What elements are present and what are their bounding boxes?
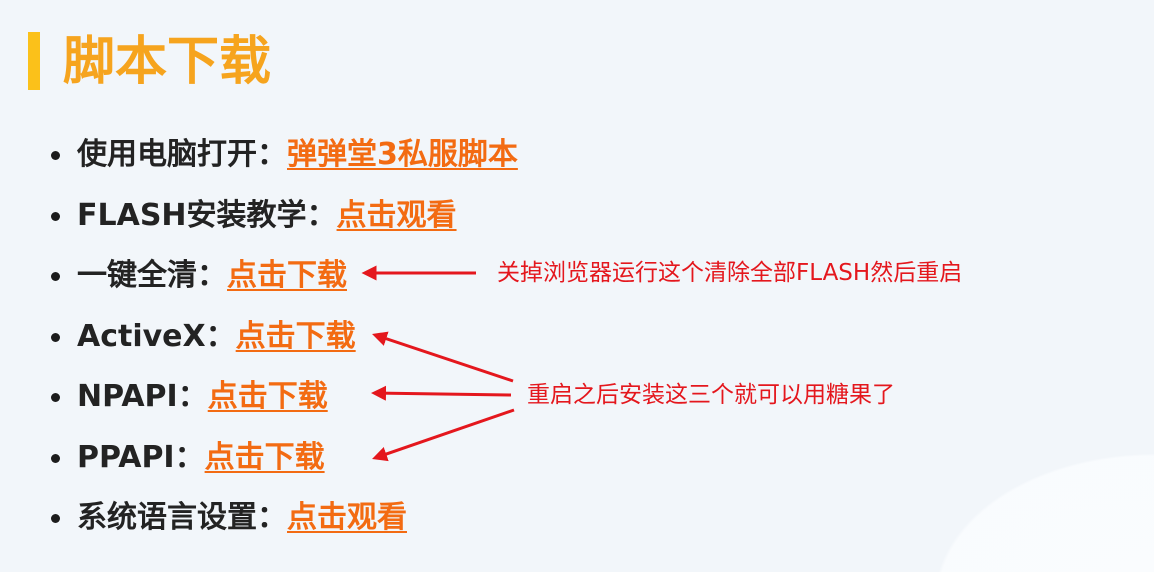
heading-accent-bar bbox=[28, 32, 40, 90]
item-label: PPAPI： bbox=[77, 439, 205, 475]
bullet-dot bbox=[51, 151, 60, 161]
download-list: 使用电脑打开：弹弹堂3私服脚本 FLASH安装教学：点击观看 一键全清：点击下载… bbox=[0, 125, 518, 549]
flash-tutorial-link[interactable]: 点击观看 bbox=[336, 197, 457, 233]
list-item-activex: ActiveX：点击下载 bbox=[0, 307, 518, 368]
item-label: ActiveX： bbox=[77, 318, 236, 354]
npapi-download-link[interactable]: 点击下载 bbox=[207, 379, 328, 414]
language-settings-link[interactable]: 点击观看 bbox=[287, 500, 407, 535]
item-label: 使用电脑打开： bbox=[77, 137, 287, 172]
item-label: NPAPI： bbox=[77, 379, 208, 414]
bullet-dot bbox=[51, 453, 60, 463]
list-item-language-settings: 系统语言设置：点击观看 bbox=[0, 488, 518, 549]
install-annotation: 重启之后安装这三个就可以用糖果了 bbox=[527, 382, 895, 408]
list-item-clean-all: 一键全清：点击下载 bbox=[0, 246, 518, 307]
item-label: 一键全清： bbox=[77, 258, 227, 293]
bullet-dot bbox=[51, 514, 60, 524]
script-download-link[interactable]: 弹弹堂3私服脚本 bbox=[287, 137, 518, 172]
bullet-dot bbox=[51, 211, 60, 221]
list-item-ppapi: PPAPI：点击下载 bbox=[0, 428, 518, 489]
item-label: FLASH安装教学： bbox=[77, 197, 337, 233]
ppapi-download-link[interactable]: 点击下载 bbox=[204, 439, 325, 475]
item-label: 系统语言设置： bbox=[77, 500, 287, 535]
bullet-dot bbox=[51, 272, 60, 282]
page-title: 脚本下载 bbox=[63, 32, 272, 92]
bullet-dot bbox=[51, 332, 60, 342]
list-item-npapi: NPAPI：点击下载 bbox=[0, 367, 518, 428]
list-item-open-with-pc: 使用电脑打开：弹弹堂3私服脚本 bbox=[0, 125, 518, 186]
bullet-dot bbox=[51, 393, 60, 403]
activex-download-link[interactable]: 点击下载 bbox=[235, 318, 356, 354]
list-item-flash-tutorial: FLASH安装教学：点击观看 bbox=[0, 186, 518, 247]
clean-all-annotation: 关掉浏览器运行这个清除全部FLASH然后重启 bbox=[497, 260, 963, 286]
clean-all-download-link[interactable]: 点击下载 bbox=[227, 258, 347, 293]
